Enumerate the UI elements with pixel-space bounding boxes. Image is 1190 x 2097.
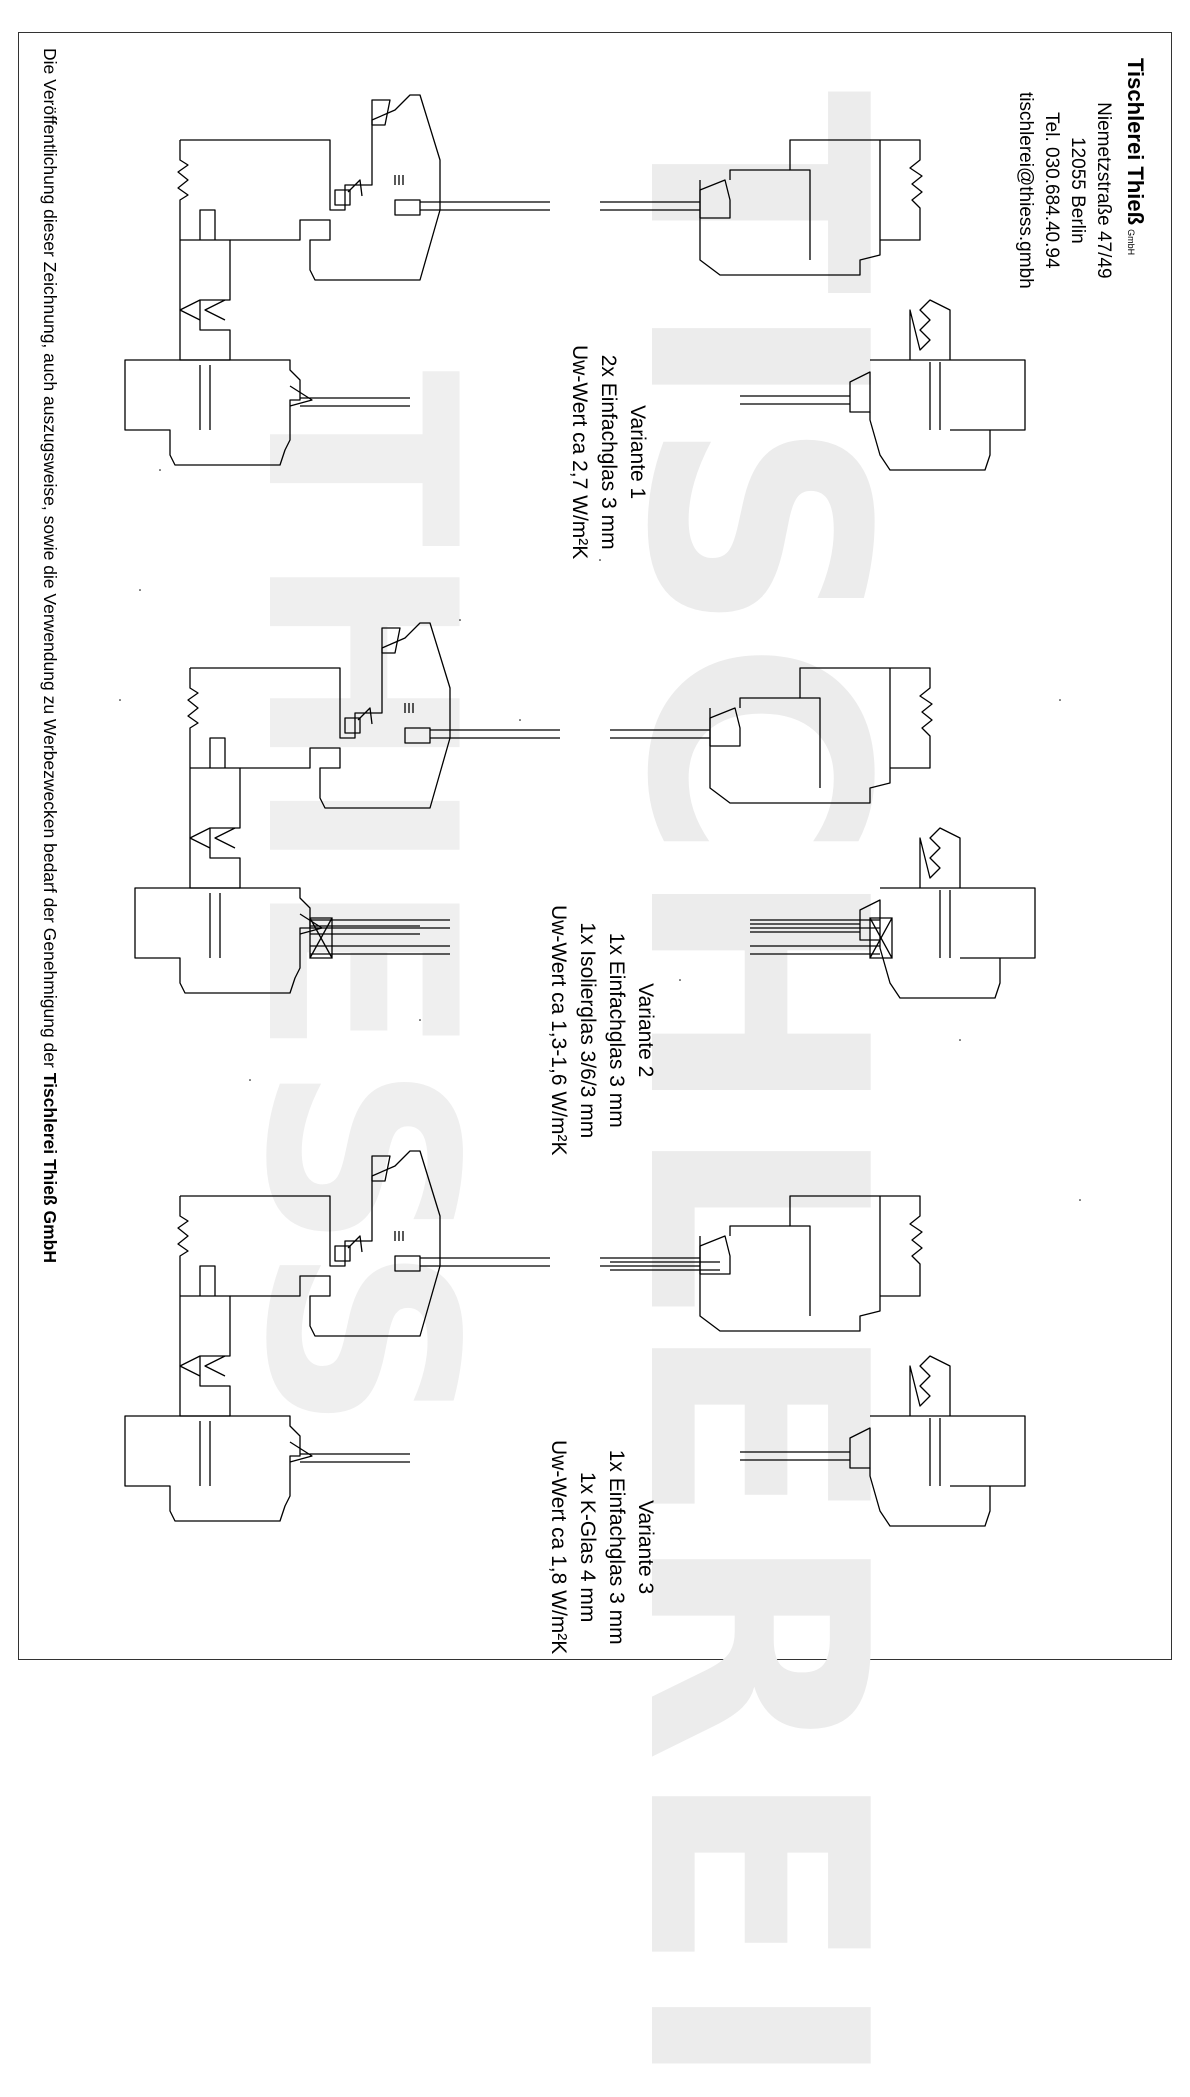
variant-2-glass-2: 1x Isolierglas 3/6/3 mm: [576, 922, 599, 1139]
company-address: Niemetzstraße 47/49 12055 Berlin Tel. 03…: [1012, 92, 1116, 289]
variant-2-insulating-glass-unit: [309, 917, 893, 959]
variant-1-label: Variante 1 2x Einfachglas 3 mm Uw-Wert c…: [565, 345, 652, 559]
variant-3-uw: Uw-Wert ca 1,8 W/m²K: [547, 1440, 570, 1655]
company-name: Tischlerei Thieß: [1123, 58, 1148, 226]
copyright-company: Tischlerei Thieß GmbH: [40, 1072, 60, 1263]
drawing-sheet-border: [18, 32, 1172, 1660]
company-suffix: GmbH: [1126, 229, 1136, 256]
drafting-dots: [119, 469, 1081, 1201]
copyright-notice: Die Veröffentlichung dieser Zeichnung, a…: [39, 48, 60, 1263]
variant-2-title: Variante 2: [634, 983, 657, 1078]
variant-3-k-glass: [610, 1261, 720, 1271]
window-section-drawings: [119, 94, 1081, 1527]
company-name-line: Tischlerei ThießGmbH: [1122, 58, 1148, 255]
variant-2-glass-1: 1x Einfachglas 3 mm: [605, 932, 628, 1128]
variant-1-title: Variante 1: [626, 405, 649, 500]
variant-1-glass: 2x Einfachglas 3 mm: [597, 354, 620, 550]
variant-3-glass-2: 1x K-Glas 4 mm: [576, 1471, 599, 1623]
company-phone: Tel. 030.684.40.94: [1041, 112, 1062, 269]
company-email: tischlerei@thiess.gmbh: [1015, 92, 1036, 289]
copyright-text: Die Veröffentlichung dieser Zeichnung, a…: [40, 48, 60, 1073]
variant-3-glass-1: 1x Einfachglas 3 mm: [605, 1449, 628, 1645]
variant-2-uw: Uw-Wert ca 1,3-1,6 W/m²K: [547, 905, 570, 1156]
variant-1-uw: Uw-Wert ca 2,7 W/m²K: [568, 345, 591, 560]
variant-3-title: Variante 3: [634, 1500, 657, 1595]
company-block: Tischlerei ThießGmbH: [1122, 58, 1148, 255]
company-city: 12055 Berlin: [1067, 137, 1088, 244]
variant-3-label: Variante 3 1x Einfachglas 3 mm 1x K-Glas…: [544, 1440, 660, 1654]
variant-2-label: Variante 2 1x Einfachglas 3 mm 1x Isolie…: [544, 905, 660, 1155]
company-street: Niemetzstraße 47/49: [1093, 102, 1114, 279]
